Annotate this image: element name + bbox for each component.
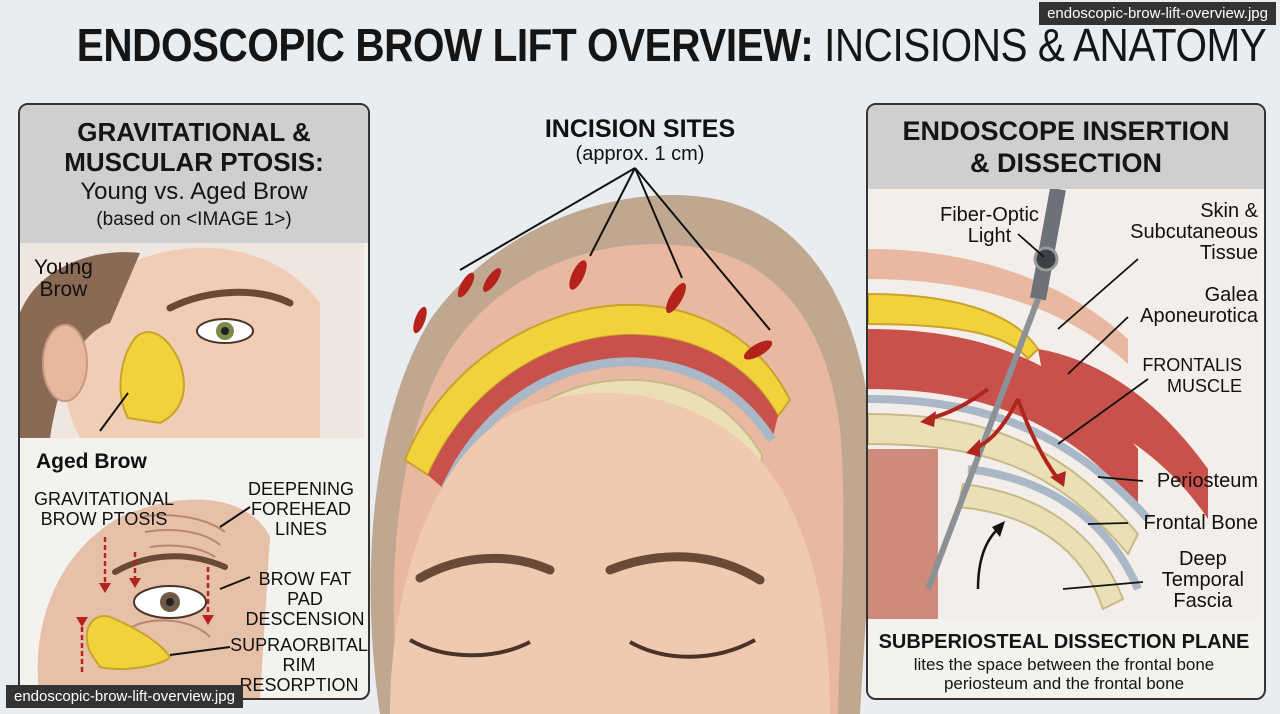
frontalis-line2: MUSCLE — [1166, 376, 1242, 396]
incision-marks — [413, 260, 773, 360]
incision-arrows — [459, 167, 771, 331]
galea-label: Galea Aponeurotica — [1140, 285, 1258, 327]
temporal-line2: Temporal — [1161, 569, 1244, 591]
young-label-line2: Brow — [39, 278, 88, 301]
right-heading-line2: & DISSECTION — [969, 148, 1163, 178]
incision-mark — [482, 268, 502, 292]
lines-line3: LINES — [275, 519, 328, 539]
page-title: ENDOSCOPIC BROW LIFT OVERVIEW: INCISIONS… — [76, 18, 1267, 72]
skin-line2: Subcutaneous — [1130, 221, 1258, 243]
incision-arrow — [589, 167, 636, 257]
frontal-bone-label: Frontal Bone — [1143, 512, 1258, 534]
filename-badge-top: endoscopic-brow-lift-overview.jpg — [1039, 2, 1276, 25]
periosteum-layer — [440, 357, 776, 492]
incision-mark — [743, 340, 773, 360]
forehead — [390, 392, 830, 714]
fat-pad-label: BROW FAT PAD DESCENSION — [242, 569, 368, 629]
fiber-line2: Light — [967, 225, 1012, 247]
left-subheading: Young vs. Aged Brow — [80, 178, 308, 205]
young-face-illustration — [20, 243, 364, 438]
aged-face-illustration — [37, 499, 271, 698]
incision-sites-title: INCISION SITES — [544, 115, 736, 143]
forehead-lines-label: DEEPENING FOREHEAD LINES — [248, 479, 354, 539]
young-brow-label: Young Brow — [34, 257, 93, 301]
galea-line2: Aponeurotica — [1140, 305, 1258, 327]
right-panel: ENDOSCOPE INSERTION & DISSECTION — [866, 103, 1266, 700]
skin-line3: Tissue — [1199, 242, 1258, 264]
left-eyebrow — [415, 553, 555, 583]
incision-mark — [413, 306, 427, 334]
right-eyebrow — [605, 552, 765, 585]
right-eye — [629, 638, 756, 659]
ptosis-line2: BROW PTOSIS — [40, 509, 168, 529]
temporal-line1: Deep — [1178, 548, 1227, 570]
plane-title: SUBPERIOSTEAL DISSECTION PLANE — [878, 631, 1250, 653]
periosteum-label: Periosteum — [1156, 470, 1258, 492]
right-panel-header: ENDOSCOPE INSERTION & DISSECTION — [868, 105, 1264, 189]
title-bold: ENDOSCOPIC BROW LIFT OVERVIEW: — [76, 19, 814, 71]
plane-desc-line2: periosteum and the frontal bone — [943, 674, 1185, 693]
incision-arrow — [634, 167, 683, 279]
ptosis-arrows — [80, 537, 210, 672]
dissection-plane-caption: SUBPERIOSTEAL DISSECTION PLANE lites the… — [868, 619, 1260, 698]
left-note: (based on <IMAGE 1>) — [96, 209, 292, 230]
young-label-line1: Young — [34, 256, 93, 279]
left-eye — [409, 638, 531, 658]
incision-mark — [666, 282, 686, 314]
aged-brow-title: Aged Brow — [36, 450, 147, 473]
left-panel: GRAVITATIONAL & MUSCULAR PTOSIS: Young v… — [18, 103, 370, 700]
rim-line2: RIM RESORPTION — [239, 655, 359, 695]
rim-line1: SUPRAORBITAL — [230, 635, 368, 655]
aged-fat-pad — [85, 615, 172, 670]
temporal-line3: Fascia — [1173, 590, 1233, 612]
frontalis-line1: FRONTALIS — [1142, 355, 1242, 375]
left-heading-line2: MUSCULAR PTOSIS: — [64, 147, 324, 177]
head-illustration — [370, 167, 872, 714]
fatpad-line1: BROW FAT PAD — [258, 569, 352, 609]
temporal-fascia-label: Deep Temporal Fascia — [1162, 549, 1244, 612]
frontalis-label: FRONTALIS MUSCLE — [1142, 355, 1242, 397]
incision-arrow — [634, 167, 771, 331]
incision-mark — [457, 272, 475, 298]
gravitational-ptosis-label: GRAVITATIONAL BROW PTOSIS — [34, 489, 174, 529]
filename-badge-bottom: endoscopic-brow-lift-overview.jpg — [6, 685, 243, 708]
title-light: INCISIONS & ANATOMY — [824, 19, 1267, 71]
skin-line1: Skin & — [1200, 200, 1258, 222]
rim-resorption-label: SUPRAORBITAL RIM RESORPTION — [230, 635, 368, 695]
galea-line1: Galea — [1204, 284, 1258, 306]
incision-arrow — [459, 167, 636, 271]
fatpad-line2: DESCENSION — [245, 609, 365, 629]
young-fat-pad — [119, 331, 185, 425]
fiber-line1: Fiber-Optic — [940, 204, 1039, 226]
incision-mark — [569, 260, 587, 290]
right-heading-line1: ENDOSCOPE INSERTION — [902, 116, 1230, 146]
ptosis-line1: GRAVITATIONAL — [34, 489, 175, 509]
lines-line1: DEEPENING — [248, 479, 355, 499]
left-panel-header: GRAVITATIONAL & MUSCULAR PTOSIS: Young v… — [20, 105, 368, 243]
plane-desc-line1: lites the space between the frontal bone — [913, 655, 1215, 674]
lines-line2: FOREHEAD — [251, 499, 352, 519]
muscle-layer — [428, 334, 778, 490]
skin-label: Skin & Subcutaneous Tissue — [1130, 201, 1258, 264]
fiber-optic-label: Fiber-Optic Light — [940, 205, 1039, 247]
dissection-illustration — [868, 189, 1260, 619]
left-heading-line1: GRAVITATIONAL & — [77, 117, 311, 147]
incision-sites-size: (approx. 1 cm) — [575, 143, 705, 165]
